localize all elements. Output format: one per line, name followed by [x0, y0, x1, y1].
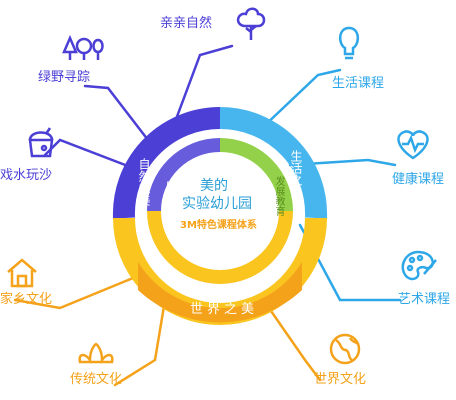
palette-icon — [401, 250, 437, 281]
lightbulb-icon — [339, 26, 359, 60]
lotus-icon — [78, 342, 114, 365]
center-title-line1: 美的 — [200, 178, 228, 194]
branch-label-world-3: 世界文化 — [314, 372, 367, 387]
life-ring — [219, 106, 328, 219]
branch-label-world-2: 传统文化 — [70, 372, 123, 387]
connector-nature-1 — [170, 44, 234, 132]
life-section-inner: 发展教育 — [273, 176, 284, 216]
branch-label-nature-2: 绿野寻踪 — [38, 70, 91, 85]
branch-label-life-2: 健康课程 — [392, 172, 445, 187]
branch-label-world-1: 家乡文化 — [0, 292, 53, 307]
world-band — [138, 262, 302, 323]
branch-label-life-3: 艺术课程 — [398, 292, 451, 307]
house-icon — [7, 258, 37, 288]
sand-bucket-icon — [28, 127, 54, 158]
connector-world-1 — [13, 276, 135, 310]
branch-label-life-1: 生活课程 — [332, 76, 385, 91]
nature-ring — [112, 106, 221, 219]
center-subtitle: 3M特色课程体系 — [180, 220, 257, 231]
world-inner-ring — [147, 210, 293, 284]
tree-icon — [236, 7, 266, 40]
branch-label-nature-3: 戏水玩沙 — [0, 168, 53, 183]
connector-life-2 — [288, 158, 397, 167]
connector-life-1 — [260, 68, 342, 130]
life-inner-ring — [219, 138, 293, 212]
nature-section-title: 自然之美 — [137, 158, 151, 206]
nature-inner-ring — [147, 138, 221, 212]
center-disc — [168, 160, 272, 264]
connector-nature-2 — [83, 84, 150, 142]
forest-icon — [62, 34, 104, 60]
world-section-title: 世界之美 — [190, 302, 259, 317]
connector-world-2 — [113, 298, 167, 387]
connector-nature-3 — [43, 138, 135, 170]
heart-pulse-icon — [397, 130, 429, 160]
globe-icon — [329, 333, 361, 365]
connector-world-3 — [260, 296, 322, 382]
branch-label-nature-1: 亲亲自然 — [160, 16, 213, 31]
life-section-title: 生活之美 — [289, 150, 303, 198]
center-title-line2: 实验幼儿园 — [182, 196, 252, 212]
nature-section-inner: 自然融合 — [163, 180, 174, 220]
